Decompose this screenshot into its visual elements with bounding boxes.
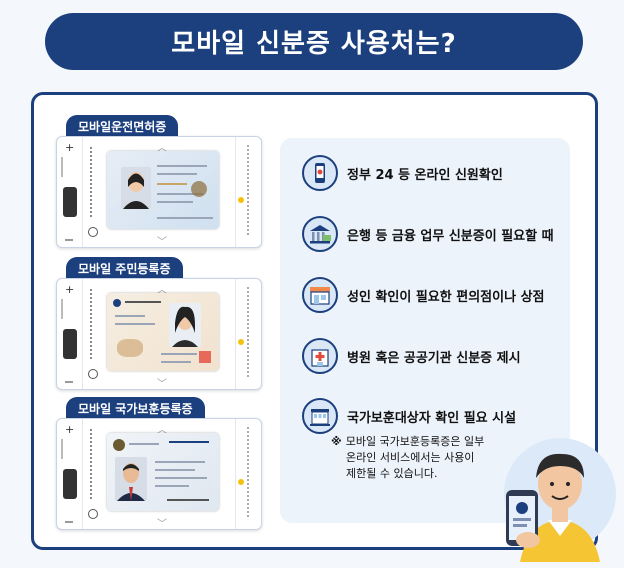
strip-left: + xyxy=(57,137,83,247)
driver-license-card-image xyxy=(107,151,219,229)
chevron-down-icon: ﹀ xyxy=(157,237,167,248)
clock-icon xyxy=(88,509,98,519)
veterans-card-phone-view: + ︿ ﹀ xyxy=(56,418,262,530)
resident-card-phone-view: + ︿ ﹀ xyxy=(56,278,262,390)
use-item-bank: 은행 등 금융 업무 신분증이 필요할 때 xyxy=(302,216,554,252)
chevron-down-icon: ﹀ xyxy=(157,379,167,390)
veterans-card-image xyxy=(107,433,219,511)
resident-card-image xyxy=(107,293,219,371)
use-item-online-id: 정부 24 등 온라인 신원확인 xyxy=(302,155,503,191)
use-item-hospital: 병원 혹은 공공기관 신분증 제시 xyxy=(302,338,521,374)
government-building-icon xyxy=(302,398,338,434)
plus-icon: + xyxy=(65,141,75,154)
chevron-up-icon: ︿ xyxy=(157,425,167,436)
bars-icon xyxy=(65,517,73,523)
stamp-icon xyxy=(199,351,211,363)
person-with-phone-illustration xyxy=(498,432,618,562)
phone-flag-icon xyxy=(302,155,338,191)
tag-icon xyxy=(63,469,77,499)
note-mark: ※ xyxy=(331,435,342,448)
clock-icon xyxy=(88,369,98,379)
chevron-down-icon: ﹀ xyxy=(157,519,167,530)
emblem-icon xyxy=(113,299,121,307)
bars-icon xyxy=(65,235,73,241)
id-photo xyxy=(169,303,201,347)
use-item-veterans-facility: 국가보훈대상자 확인 필요 시설 xyxy=(302,398,516,434)
clock-icon xyxy=(88,227,98,237)
emblem-icon xyxy=(113,439,125,451)
plus-icon: + xyxy=(65,283,75,296)
tag-icon xyxy=(63,187,77,217)
page-title: 모바일 신분증 사용처는? xyxy=(171,29,457,59)
chevron-up-icon: ︿ xyxy=(157,143,167,154)
store-icon xyxy=(302,277,338,313)
tag-icon xyxy=(63,329,77,359)
driver-license-phone-view: + ︿ ﹀ xyxy=(56,136,262,248)
hospital-icon xyxy=(302,338,338,374)
bars-icon xyxy=(65,377,73,383)
use-item-store: 성인 확인이 필요한 편의점이나 상점 xyxy=(302,277,545,313)
chevron-up-icon: ︿ xyxy=(157,285,167,296)
card-label-veterans-card: 모바일 국가보훈등록증 xyxy=(66,397,205,419)
title-banner: 모바일 신분증 사용처는? xyxy=(45,13,583,70)
id-photo xyxy=(115,457,147,501)
card-label-resident-card: 모바일 주민등록증 xyxy=(66,257,183,279)
veterans-card-note: ※모바일 국가보훈등록증은 일부 온라인 서비스에서는 사용이 제한될 수 있습… xyxy=(331,435,485,480)
card-label-driver-license: 모바일운전면허증 xyxy=(66,115,179,137)
seal-icon xyxy=(191,181,207,197)
plus-icon: + xyxy=(65,423,75,436)
hologram-icon xyxy=(117,339,143,357)
bank-icon xyxy=(302,216,338,252)
id-photo xyxy=(121,167,151,209)
